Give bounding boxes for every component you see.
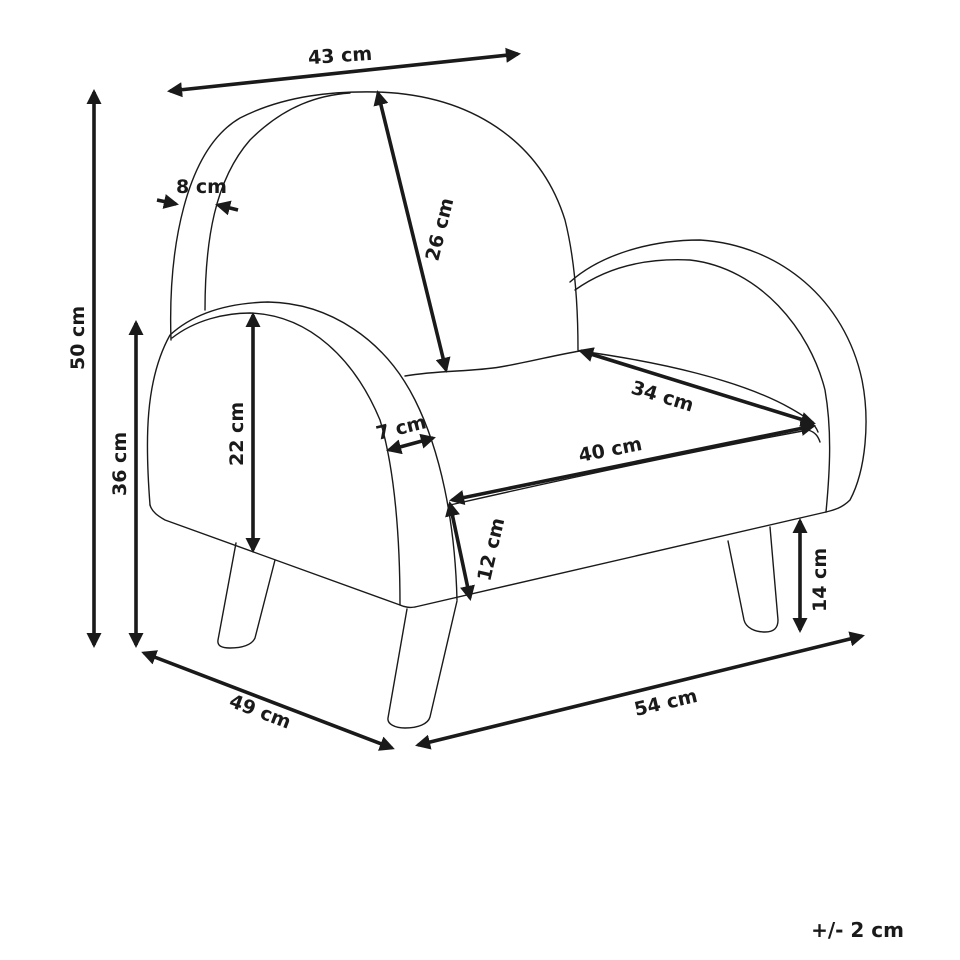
left-arm-bottom-edge	[149, 504, 416, 609]
dimension-arrows	[86, 47, 865, 751]
dim-arrow-34cm	[578, 347, 816, 427]
dim-arrow-12cm	[445, 501, 475, 601]
right-arm-outer	[569, 239, 867, 513]
backrest-outer-edge	[169, 91, 579, 351]
left-arm-inner	[171, 312, 401, 606]
seat-bottom-edge	[414, 511, 827, 608]
dim-arrow-8cm-left	[156, 194, 179, 209]
leg-back-left	[217, 542, 276, 649]
dim-arrow-7cm	[386, 433, 436, 455]
label-22cm: 22 cm	[226, 402, 248, 466]
tolerance-note: +/- 2 cm	[811, 918, 904, 942]
label-50cm: 50 cm	[67, 306, 89, 370]
dim-arrow-8cm-right	[215, 200, 239, 216]
label-26cm: 26 cm	[422, 196, 459, 264]
dimension-labels: 43 cm 8 cm 26 cm 50 cm 36 cm 22 cm 7 cm …	[67, 43, 831, 734]
right-arm-inner	[574, 258, 831, 513]
dim-arrow-26cm	[373, 90, 451, 373]
dim-arrow-54cm	[415, 631, 865, 750]
backrest-inner-edge	[204, 92, 351, 311]
left-arm-outer	[146, 301, 458, 601]
dim-arrow-40cm	[449, 421, 816, 505]
leg-front-right	[727, 526, 779, 633]
label-43cm: 43 cm	[307, 43, 373, 69]
seat-back-edge	[404, 350, 581, 377]
label-12cm: 12 cm	[473, 516, 509, 583]
leg-front-left	[387, 600, 458, 729]
label-36cm: 36 cm	[109, 432, 131, 496]
label-8cm: 8 cm	[176, 176, 227, 198]
chair-outline	[146, 91, 867, 729]
dim-arrow-43cm	[166, 47, 522, 98]
label-14cm: 14 cm	[809, 548, 831, 612]
dim-arrow-49cm	[141, 650, 395, 751]
